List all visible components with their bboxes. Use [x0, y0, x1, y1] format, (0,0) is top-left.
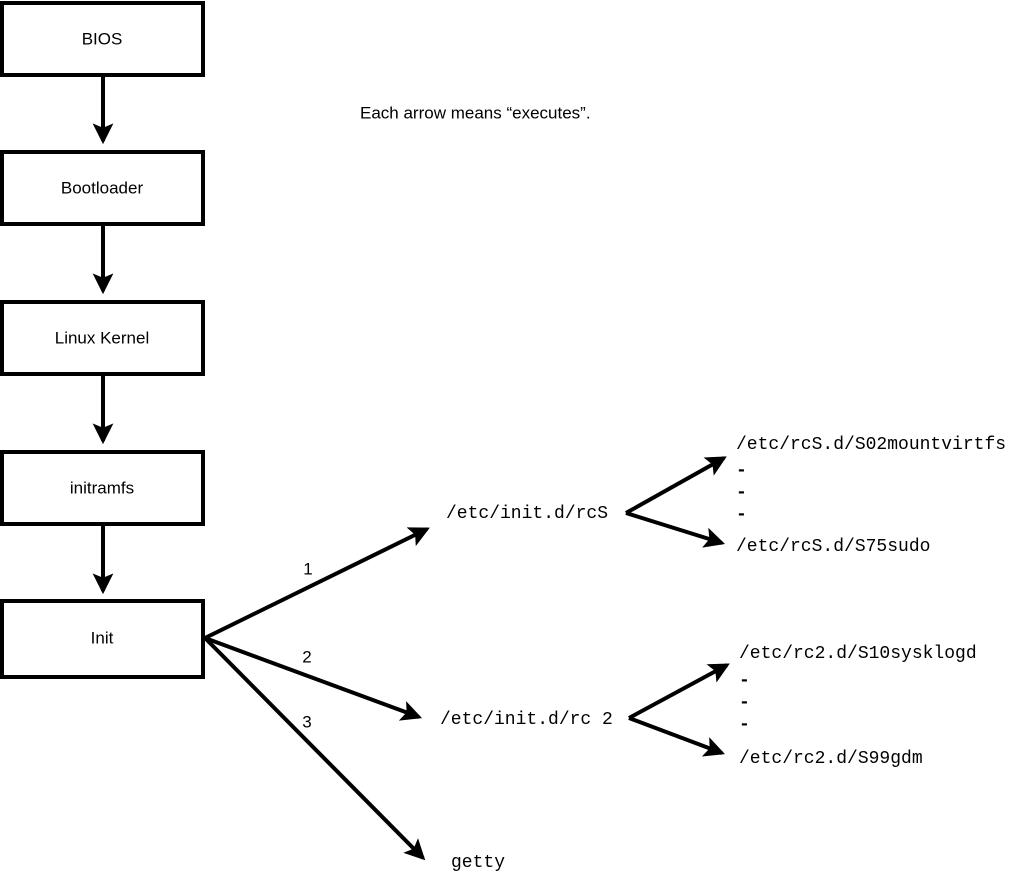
rc2-ellipsis-dash-1: - [739, 671, 750, 691]
branch-number-3: 3 [302, 712, 311, 731]
arrow-rcs-to-last-script [625, 511, 726, 548]
box-initramfs: initramfs [0, 450, 205, 526]
label-etc-init-d-rcs: /etc/init.d/rcS [446, 504, 608, 524]
label-rcs-last-script: /etc/rcS.d/S75sudo [736, 537, 930, 557]
box-bios-label: BIOS [82, 29, 123, 48]
box-bios: BIOS [0, 1, 205, 77]
rcs-ellipsis-dash-3: - [736, 505, 747, 525]
arrow-init-to-getty [203, 636, 426, 861]
arrow-init-to-rc2 [204, 636, 423, 721]
box-init-rect [0, 599, 205, 679]
arrow-init-to-rcs [204, 527, 430, 640]
box-linux-kernel-rect [0, 300, 205, 376]
label-rcs-first-script: /etc/rcS.d/S02mountvirtfs [736, 435, 1006, 455]
label-etc-init-d-rc2: /etc/init.d/rc 2 [440, 710, 613, 730]
box-linux-kernel-label: Linux Kernel [55, 328, 150, 347]
box-linux-kernel: Linux Kernel [0, 300, 205, 376]
rcs-ellipsis-dash-1: - [736, 461, 747, 481]
box-init-label: Init [91, 628, 114, 647]
box-bootloader: Bootloader [0, 150, 205, 226]
box-bootloader-rect [0, 150, 205, 226]
branch-number-2: 2 [302, 647, 311, 666]
box-initramfs-label: initramfs [70, 478, 134, 497]
box-bootloader-label: Bootloader [61, 178, 144, 197]
arrow-rcs-to-first-script [625, 456, 727, 515]
arrow-rc2-to-last-script [628, 716, 725, 757]
label-rc2-last-script: /etc/rc2.d/S99gdm [739, 749, 923, 769]
label-getty: getty [451, 853, 505, 873]
box-bios-rect [0, 1, 205, 77]
label-rc2-first-script: /etc/rc2.d/S10sysklogd [739, 644, 977, 664]
rcs-ellipsis-dash-2: - [736, 483, 747, 503]
arrow-rc2-to-first-script [628, 663, 730, 720]
diagram-caption: Each arrow means “executes”. [360, 103, 591, 122]
rc2-ellipsis-dash-2: - [739, 693, 750, 713]
rc2-ellipsis-dash-3: - [739, 715, 750, 735]
branch-number-1: 1 [303, 559, 312, 578]
box-init: Init [0, 599, 205, 679]
